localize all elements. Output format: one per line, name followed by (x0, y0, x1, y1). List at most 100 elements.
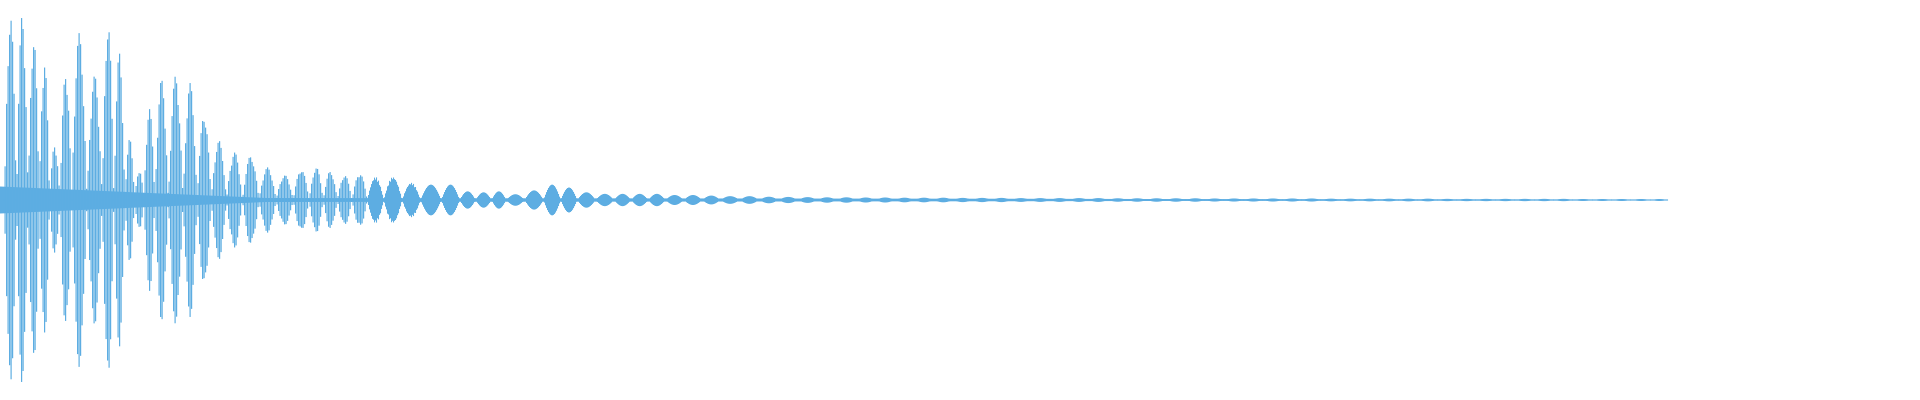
waveform-sample-bar (1544, 198, 1546, 202)
waveform-sample-bar (1613, 199, 1615, 201)
waveform-sample-bar (950, 199, 952, 201)
waveform-sample-bar (1423, 198, 1425, 202)
waveform-sample-bar (979, 198, 981, 202)
waveform-sample-bar (924, 197, 926, 203)
waveform-sample-bar (589, 193, 591, 207)
waveform-sample-bar (1196, 198, 1198, 202)
waveform-sample-bar (562, 195, 564, 205)
waveform-sample-bar (926, 197, 928, 203)
waveform-sample-bar (960, 198, 962, 202)
waveform-sample-bar (1118, 198, 1120, 202)
waveform-sample-bar (1551, 199, 1553, 201)
waveform-sample-bar (1517, 199, 1519, 201)
waveform-sample-bar (981, 197, 983, 203)
waveform-sample-bar (610, 196, 612, 204)
waveform-sample-bar (1611, 199, 1613, 201)
waveform-sample-bar (386, 190, 388, 210)
waveform-sample-bar (782, 198, 784, 202)
waveform-sample-bar (1031, 199, 1033, 201)
waveform-sample-bar (1018, 198, 1020, 202)
waveform-sample-bar (1408, 198, 1410, 202)
waveform-sample-bar (72, 152, 74, 248)
waveform-lobe (225, 152, 243, 248)
waveform-sample-bar (1398, 199, 1400, 201)
waveform-sample-bar (566, 188, 568, 212)
waveform-sample-bar (792, 197, 794, 203)
waveform-sample-bar (1019, 198, 1021, 202)
waveform-sample-bar (476, 198, 478, 202)
waveform-sample-bar (1507, 198, 1509, 202)
waveform-sample-bar (234, 152, 236, 248)
waveform-sample-bar (370, 187, 372, 213)
waveform-sample-bar (730, 196, 732, 204)
waveform-sample-bar (146, 144, 148, 256)
waveform-sample-bar (870, 198, 872, 202)
waveform-sample-bar (292, 199, 294, 201)
waveform-sample-bar (656, 193, 658, 207)
waveform-sample-bar (42, 87, 44, 313)
waveform-sample-bar (1009, 199, 1011, 201)
waveform-sample-bar (1429, 198, 1431, 202)
waveform-sample-bar (899, 198, 901, 202)
waveform-sample-bar (265, 169, 267, 231)
waveform-sample-bar (1489, 199, 1491, 201)
waveform-lobe (1572, 199, 1594, 201)
waveform-sample-bar (987, 198, 989, 202)
waveform-sample-bar (666, 199, 668, 201)
waveform-sample-bar (957, 198, 959, 202)
waveform-sample-bar (1296, 198, 1298, 202)
waveform-lobe (1320, 198, 1342, 202)
waveform-sample-bar (179, 123, 181, 277)
waveform-lobe (475, 192, 493, 208)
waveform-sample-bar (703, 198, 705, 202)
waveform-sample-bar (1107, 199, 1109, 201)
waveform-sample-bar (812, 197, 814, 203)
waveform-sample-bar (591, 195, 593, 205)
waveform-sample-bar (1633, 199, 1635, 201)
waveform-sample-bar (382, 194, 384, 206)
waveform-sample-bar (1512, 199, 1514, 201)
waveform-sample-bar (1098, 198, 1100, 202)
waveform-sample-bar (837, 199, 839, 201)
waveform-sample-bar (360, 175, 362, 225)
waveform-sample-bar (380, 186, 382, 214)
waveform-sample-bar (849, 197, 851, 203)
waveform-sample-bar (1115, 198, 1117, 202)
waveform-sample-bar (492, 198, 494, 202)
waveform-lobe (647, 193, 666, 207)
waveform-sample-bar (1495, 199, 1497, 201)
waveform-sample-bar (1508, 198, 1510, 202)
waveform-sample-bar (34, 49, 36, 351)
waveform-sample-bar (1457, 199, 1459, 201)
waveform-sample-bar (6, 103, 8, 297)
waveform-sample-bar (441, 199, 443, 201)
waveform-sample-bar (1471, 199, 1473, 201)
waveform-sample-bar (620, 194, 622, 206)
waveform-sample-bar (439, 195, 441, 205)
waveform-sample-bar (33, 47, 35, 353)
waveform-sample-bar (1124, 199, 1126, 201)
waveform-sample-bar (460, 198, 462, 202)
waveform-sample-bar (858, 199, 860, 201)
waveform-sample-bar (1061, 198, 1063, 202)
waveform-sample-bar (1188, 199, 1190, 201)
waveform-sample-bar (301, 172, 303, 228)
waveform-sample-bar (463, 194, 465, 206)
waveform-sample-bar (468, 191, 470, 209)
waveform-sample-bar (891, 198, 893, 202)
waveform-sample-bar (1191, 198, 1193, 202)
waveform-lobe (3, 20, 17, 380)
waveform-sample-bar (613, 199, 615, 201)
waveform-sample-bar (464, 192, 466, 208)
waveform-sample-bar (1546, 198, 1548, 202)
waveform-sample-bar (1160, 198, 1162, 202)
waveform-sample-bar (523, 198, 525, 202)
waveform-sample-bar (1663, 199, 1665, 201)
waveform-sample-bar (394, 179, 396, 221)
waveform-sample-bar (1648, 199, 1650, 201)
waveform-sample-bar (1405, 198, 1407, 202)
waveform-sample-bar (1602, 199, 1604, 201)
waveform-sample-bar (772, 197, 774, 203)
waveform-sample-bar (466, 191, 468, 209)
waveform-sample-bar (475, 199, 477, 201)
